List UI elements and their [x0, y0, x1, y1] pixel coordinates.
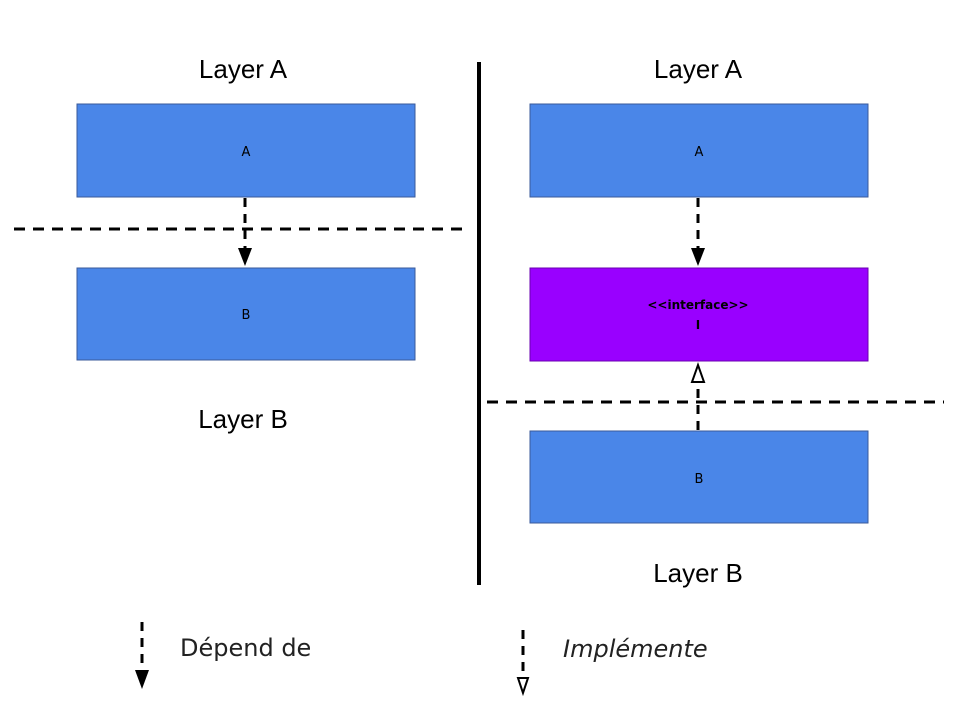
left-box-b-label: B — [242, 308, 251, 323]
right-box-b — [529, 430, 869, 524]
legend-depends-label: Dépend de — [180, 634, 311, 662]
right-dependency-arrowhead — [691, 248, 705, 266]
interface-name: I — [696, 318, 700, 332]
left-box-a-label: A — [242, 145, 251, 160]
legend-implements-arrowhead — [516, 677, 530, 697]
right-box-a-label: A — [695, 145, 704, 160]
interface-box — [529, 267, 869, 362]
right-layer-b-label: Layer B — [653, 558, 743, 588]
legend-implements-label: Implémente — [563, 635, 708, 663]
left-box-a — [76, 103, 416, 198]
left-box-b — [76, 267, 416, 361]
right-box-b-label: B — [695, 472, 704, 487]
legend-depends-arrowhead — [135, 670, 149, 689]
left-dependency-arrowhead — [238, 248, 252, 266]
left-layer-a-label: Layer A — [199, 54, 288, 84]
interface-stereotype: <<interface>> — [647, 298, 748, 312]
right-box-a — [529, 103, 869, 198]
implements-arrowhead — [690, 361, 706, 383]
left-layer-b-label: Layer B — [198, 404, 288, 434]
right-layer-a-label: Layer A — [654, 54, 743, 84]
